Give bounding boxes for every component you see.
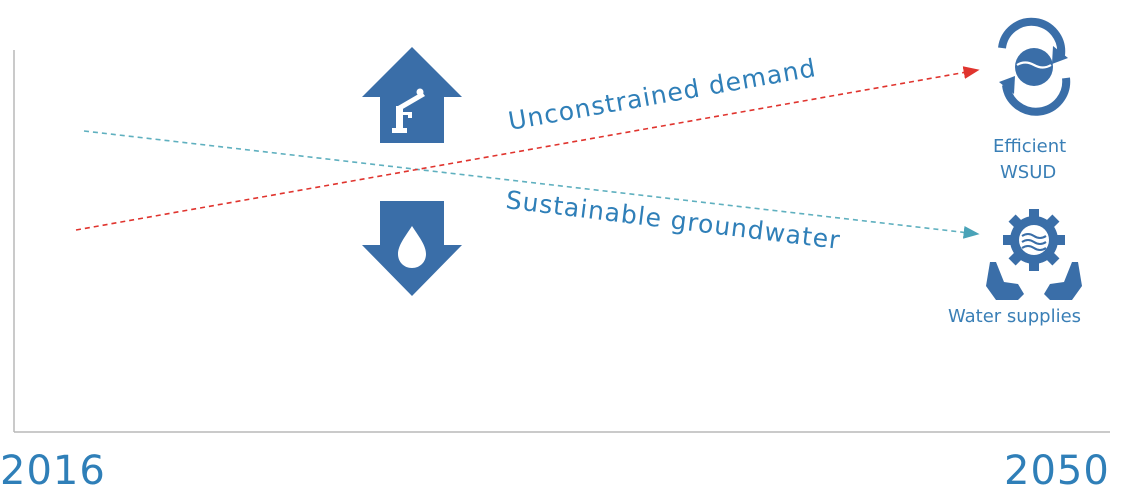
- recycle-water-icon: [998, 17, 1071, 116]
- efficient-label: Efficient: [993, 136, 1067, 157]
- groundwater-line-label: Sustainable groundwater: [504, 185, 842, 255]
- water-supplies-label: Water supplies: [948, 306, 1082, 327]
- start-year-label: 2016: [0, 448, 106, 494]
- gear-hands-water-icon: [986, 209, 1082, 300]
- water-drop-down-arrow-icon: [362, 201, 462, 296]
- groundwater-trend-line: [83, 130, 980, 239]
- demand-line-label: Unconstrained demand: [506, 53, 818, 136]
- wsud-label: WSUD: [1000, 162, 1057, 183]
- end-year-label: 2050: [1004, 448, 1110, 494]
- pump-up-arrow-icon: [362, 47, 462, 143]
